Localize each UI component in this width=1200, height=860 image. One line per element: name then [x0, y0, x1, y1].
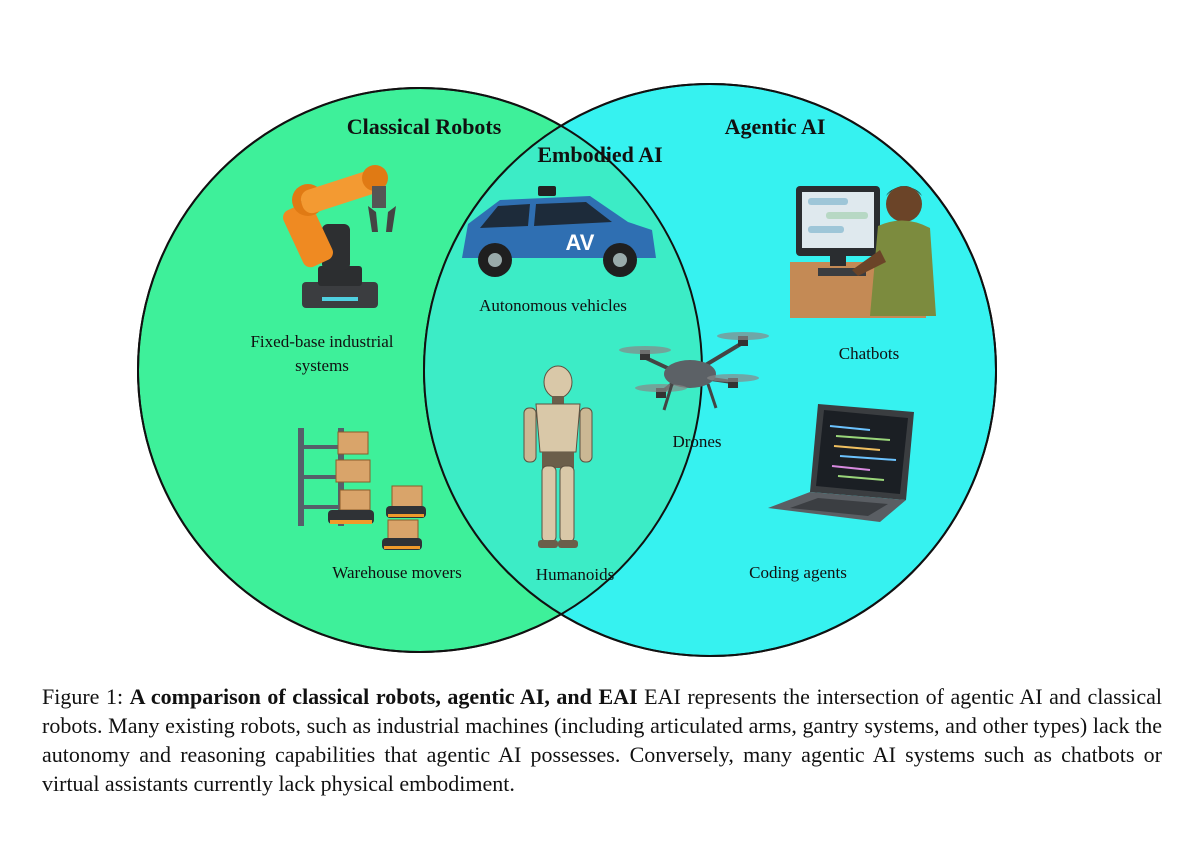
classical-robots-title: Classical Robots — [347, 114, 502, 139]
drones-label: Drones — [672, 432, 721, 451]
caption-body: EAI represents the intersection of agent… — [42, 684, 1162, 796]
humanoid-robot-icon — [523, 365, 593, 548]
coding-laptop-icon — [768, 404, 914, 522]
warehouse-movers-label: Warehouse movers — [332, 563, 461, 582]
agentic-ai-title: Agentic AI — [725, 114, 826, 139]
fixed-base-label-line1: Fixed-base industrial — [250, 332, 393, 351]
autonomous-vehicles-label: Autonomous vehicles — [479, 296, 627, 315]
av-badge-label: AV — [566, 230, 595, 255]
figure-caption: Figure 1: A comparison of classical robo… — [42, 682, 1162, 798]
chatbots-label: Chatbots — [839, 344, 899, 363]
industrial-arm-icon — [283, 165, 396, 308]
embodied-ai-title: Embodied AI — [537, 142, 662, 167]
caption-prefix: Figure 1: — [42, 684, 130, 709]
venn-diagram: Classical Robots Agentic AI Embodied AI — [137, 83, 997, 657]
warehouse-movers-icon — [298, 428, 426, 550]
drone-icon — [619, 332, 769, 411]
chatbot-user-icon — [790, 186, 936, 318]
fixed-base-label-line2: systems — [295, 356, 349, 375]
coding-agents-label: Coding agents — [749, 563, 847, 582]
caption-bold-title: A comparison of classical robots, agenti… — [129, 684, 638, 709]
humanoids-label: Humanoids — [536, 565, 614, 584]
autonomous-vehicle-icon: AV — [462, 186, 656, 277]
